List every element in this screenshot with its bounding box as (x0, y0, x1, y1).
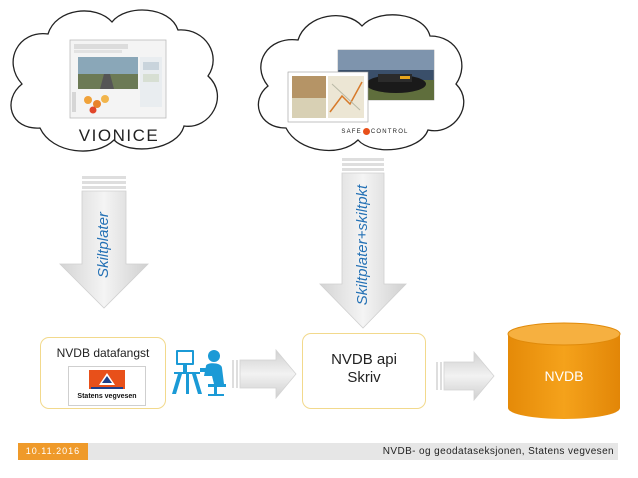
safecontrol-dot-icon (362, 128, 370, 135)
nvdb-api-box[interactable]: NVDB api Skriv (302, 333, 426, 409)
nvdb-database-cylinder (507, 322, 621, 419)
arrow-right-2 (436, 350, 495, 402)
arrow-left-down (59, 176, 149, 309)
arrow-left-label: Skiltplater (95, 212, 112, 278)
cloud-right (257, 14, 465, 152)
safecontrol-photos (287, 49, 435, 123)
statens-vegvesen-text: Statens vegvesen (77, 393, 137, 400)
safecontrol-logo-right: CONTROL (370, 129, 409, 136)
footer-date: 10.11.2016 (18, 443, 88, 460)
arrow-right-label: Skiltplater+skiltpkt (354, 184, 371, 306)
vionice-logo: VIONICE (78, 126, 160, 145)
vionice-screenshot (69, 39, 167, 119)
footer-bar (18, 443, 618, 460)
cloud-left (10, 9, 219, 152)
statens-vegvesen-logo: Statens vegvesen (68, 366, 146, 406)
arrow-right-1 (232, 348, 297, 400)
api-text: NVDB api Skriv (303, 351, 425, 387)
footer-text: NVDB- og geodataseksjonen, Statens vegve… (382, 446, 614, 457)
safecontrol-logo: SAFE CONTROL (330, 128, 420, 135)
vegvesen-emblem-icon (89, 370, 125, 389)
nvdb-datafangst-box[interactable]: NVDB datafangst Statens vegvesen (40, 337, 166, 409)
arrow-right-down (319, 158, 407, 329)
api-line-1: NVDB api (331, 351, 397, 368)
user-computer-icon (172, 350, 226, 396)
safecontrol-logo-left: SAFE (341, 129, 362, 136)
datafangst-title: NVDB datafangst (56, 346, 150, 360)
nvdb-database-label: NVDB (544, 368, 584, 384)
api-line-2: Skriv (347, 369, 381, 386)
